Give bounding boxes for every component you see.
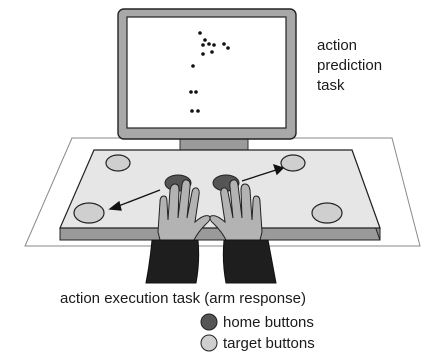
left-hand bbox=[157, 179, 211, 241]
point-light-dot bbox=[212, 43, 216, 47]
right-hand bbox=[209, 179, 263, 241]
point-light-dot bbox=[203, 38, 207, 42]
point-light-dot bbox=[222, 42, 226, 46]
task-bottom-label: action execution task (arm response) bbox=[60, 290, 306, 307]
point-light-dot bbox=[198, 31, 202, 35]
right-sleeve bbox=[222, 239, 277, 284]
legend: home buttons target buttons bbox=[200, 313, 315, 352]
monitor-screen bbox=[126, 16, 287, 129]
task-top-label-line: action bbox=[317, 37, 357, 54]
target-button bbox=[105, 154, 131, 172]
point-light-dot bbox=[194, 90, 198, 94]
point-light-dot bbox=[189, 90, 193, 94]
target-button bbox=[311, 202, 343, 224]
target-button-icon bbox=[200, 334, 218, 352]
point-light-dot bbox=[201, 43, 205, 47]
left-sleeve bbox=[145, 239, 200, 284]
point-light-dot bbox=[207, 42, 211, 46]
point-light-dot bbox=[210, 50, 214, 54]
point-light-dot bbox=[201, 52, 205, 56]
legend-label-target: target buttons bbox=[223, 335, 315, 352]
task-top-label-line: prediction bbox=[317, 57, 382, 74]
target-button bbox=[280, 154, 306, 172]
task-top-label-line: task bbox=[317, 77, 345, 94]
legend-label-home: home buttons bbox=[223, 314, 314, 331]
point-light-figure bbox=[189, 31, 230, 113]
point-light-dot bbox=[196, 109, 200, 113]
point-light-dot bbox=[190, 109, 194, 113]
svg-text:action prediction task: action prediction task bbox=[317, 37, 386, 94]
target-button bbox=[73, 202, 105, 224]
home-button-icon bbox=[200, 313, 218, 331]
movement-arrow-left bbox=[108, 189, 161, 211]
movement-arrow-right bbox=[241, 163, 285, 182]
point-light-dot bbox=[191, 64, 195, 68]
point-light-dot bbox=[226, 46, 230, 50]
